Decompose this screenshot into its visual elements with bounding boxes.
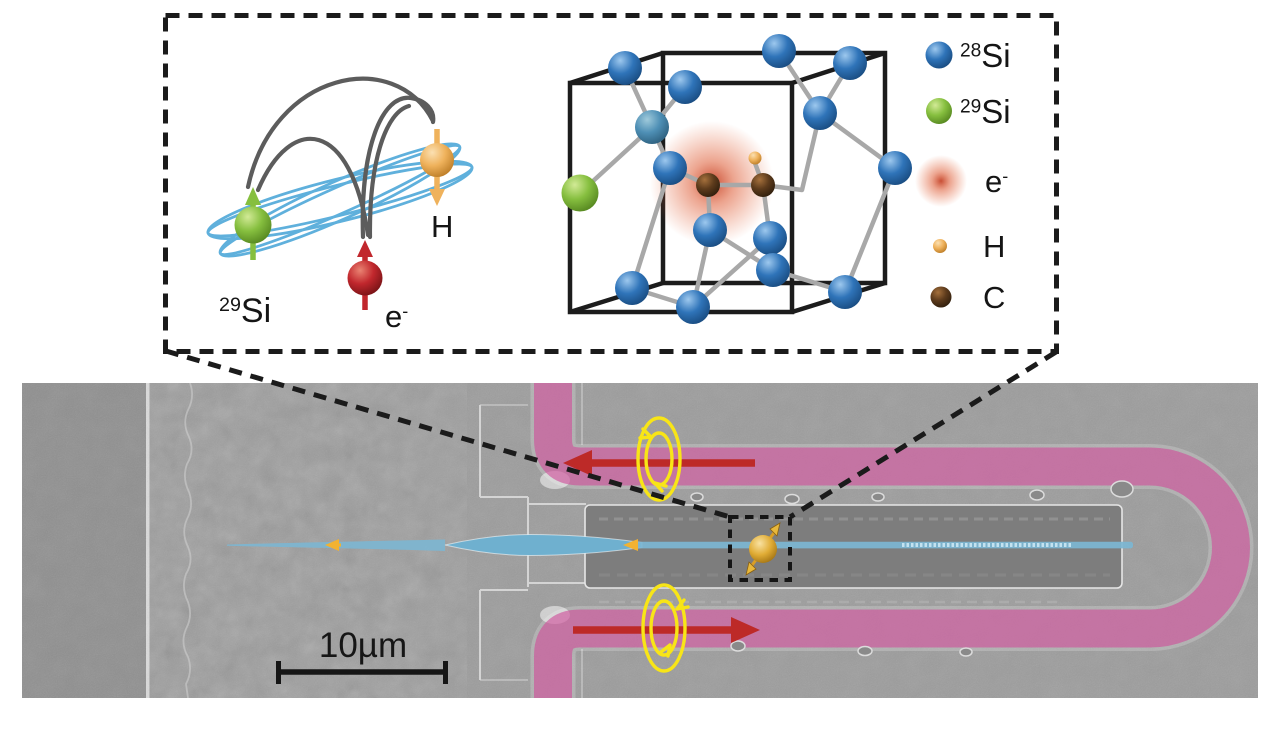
spin-coupling-diagram: [206, 76, 474, 310]
legend-label-si28: 28Si: [960, 37, 1011, 74]
legend-icons: [915, 41, 967, 308]
waveguide-beam: [632, 541, 1133, 549]
scale-bar: 10µm: [276, 626, 448, 684]
spin-up-arrowhead-icon: [357, 240, 373, 257]
electron-cloud-icon: [915, 155, 967, 207]
field-loops-bottom: [641, 583, 690, 673]
scale-bar-label: 10µm: [319, 626, 407, 665]
si28-sphere-icon: [925, 41, 953, 69]
right-arrowhead-icon: [731, 617, 760, 643]
si28-atom-shaded: [635, 110, 669, 144]
spin-down-arrowhead-icon: [429, 189, 445, 206]
left-arrow-icon: [623, 539, 638, 551]
legend-label-si29: 29Si: [960, 93, 1011, 130]
qubit-sphere-icon: [749, 535, 777, 563]
legend-label-hydrogen: H: [983, 229, 1006, 264]
spin-down-cone-icon: [745, 561, 757, 576]
hydrogen-sphere-icon: [933, 239, 947, 253]
sem-micrograph: 10µm: [22, 377, 1258, 703]
si29-sphere-icon: [234, 206, 272, 244]
acoustic-pulse-left: [325, 539, 341, 551]
hydrogen-sphere-icon: [420, 143, 454, 177]
si29-spin-label: 29Si: [219, 292, 272, 330]
carbon-atom-icon: [751, 173, 775, 197]
carbon-atom-icon: [696, 173, 720, 197]
legend-label-electron: e-: [985, 164, 1009, 199]
acoustic-pulse-right: [623, 539, 638, 551]
si29-sphere-icon: [926, 98, 952, 124]
zoom-target-box: [728, 515, 792, 582]
hydrogen-atom-icon: [748, 151, 762, 165]
inset-canvas: [206, 34, 967, 324]
inset-panel: 29Si e- H 28Si 29Si e- H C: [163, 13, 1058, 352]
left-arrow-icon: [325, 539, 339, 551]
carbon-sphere-icon: [930, 286, 952, 308]
electron-spin-label: e-: [385, 299, 409, 334]
hydrogen-spin-label: H: [431, 209, 454, 244]
spin-qubit: [745, 522, 781, 576]
spin-up-cone-icon: [769, 522, 781, 537]
loop-arrow-icon: [659, 643, 672, 658]
electron-sphere-icon: [347, 260, 383, 296]
sem-canvas: 10µm: [22, 377, 1258, 703]
si29-atom-icon: [561, 174, 599, 212]
legend-label-carbon: C: [983, 280, 1006, 315]
loop-arrow-icon: [675, 598, 690, 611]
crystal-lattice: [561, 34, 912, 324]
